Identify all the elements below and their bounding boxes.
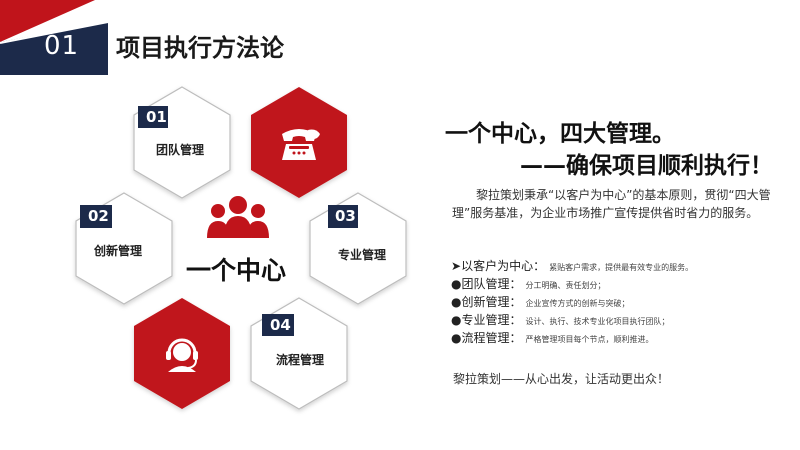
badge-number-03: 03 bbox=[335, 207, 356, 225]
headline-line1: 一个中心，四大管理。 bbox=[445, 121, 675, 147]
hexagon-phone bbox=[251, 87, 347, 198]
list-bullet: ● bbox=[451, 331, 462, 345]
management-list: ➤以客户为中心：紧贴客户需求，提供最有效专业的服务。 ●团队管理：分工明确、责任… bbox=[451, 256, 791, 346]
list-item-desc: 分工明确、责任划分； bbox=[525, 281, 606, 290]
hex-label-innovation: 创新管理 bbox=[94, 244, 143, 258]
list-bullet: ➤ bbox=[451, 259, 462, 273]
page-title: 项目执行方法论 bbox=[116, 34, 284, 62]
list-bullet: ● bbox=[451, 295, 462, 309]
list-item: ●团队管理：分工明确、责任划分； bbox=[451, 274, 791, 292]
list-bullet: ● bbox=[451, 313, 462, 327]
list-item-label: 团队管理： bbox=[461, 277, 522, 291]
badge-number-02: 02 bbox=[88, 207, 109, 225]
list-bullet: ● bbox=[451, 277, 462, 291]
section-number: 01 bbox=[44, 31, 80, 61]
telephone-icon bbox=[282, 129, 320, 160]
badge-03 bbox=[328, 205, 358, 228]
headset-icon bbox=[166, 338, 198, 372]
corner-divider-line bbox=[0, 21, 109, 44]
list-item-desc: 紧贴客户需求，提供最有效专业的服务。 bbox=[549, 263, 694, 272]
badge-number-01: 01 bbox=[146, 108, 167, 126]
center-label: 一个中心 bbox=[186, 256, 287, 285]
list-item-label: 流程管理： bbox=[461, 331, 522, 345]
hex-label-professional: 专业管理 bbox=[338, 248, 387, 262]
list-item-desc: 严格管理项目每个节点，顺利推进。 bbox=[525, 335, 654, 344]
corner-red-stripe bbox=[0, 0, 95, 42]
list-item-label: 创新管理： bbox=[461, 295, 522, 309]
slogan: 黎拉策划——从心出发，让活动更出众！ bbox=[453, 372, 670, 386]
hex-label-process: 流程管理 bbox=[276, 353, 325, 367]
badge-01 bbox=[138, 106, 168, 128]
people-group-icon bbox=[207, 196, 269, 238]
list-item: ●流程管理：严格管理项目每个节点，顺利推进。 bbox=[451, 328, 791, 346]
list-item: ●专业管理：设计、执行、技术专业化项目执行团队； bbox=[451, 310, 791, 328]
corner-navy-block bbox=[0, 22, 108, 75]
headline-line2: ——确保项目顺利执行！ bbox=[520, 153, 773, 179]
hex-label-team: 团队管理 bbox=[156, 143, 205, 157]
list-item-desc: 设计、执行、技术专业化项目执行团队； bbox=[525, 317, 670, 326]
badge-number-04: 04 bbox=[270, 316, 291, 334]
list-item: ➤以客户为中心：紧贴客户需求，提供最有效专业的服务。 bbox=[451, 256, 791, 274]
list-item: ●创新管理：企业宣传方式的创新与突破； bbox=[451, 292, 791, 310]
badge-02 bbox=[80, 205, 112, 228]
list-item-desc: 企业宣传方式的创新与突破； bbox=[525, 299, 630, 308]
list-item-label: 专业管理： bbox=[461, 313, 522, 327]
intro-paragraph: 黎拉策划秉承“以客户为中心”的基本原则，贯彻“四大管理”服务基准，为企业市场推广… bbox=[452, 188, 771, 220]
list-item-label: 以客户为中心： bbox=[461, 259, 546, 273]
badge-04 bbox=[262, 314, 294, 336]
